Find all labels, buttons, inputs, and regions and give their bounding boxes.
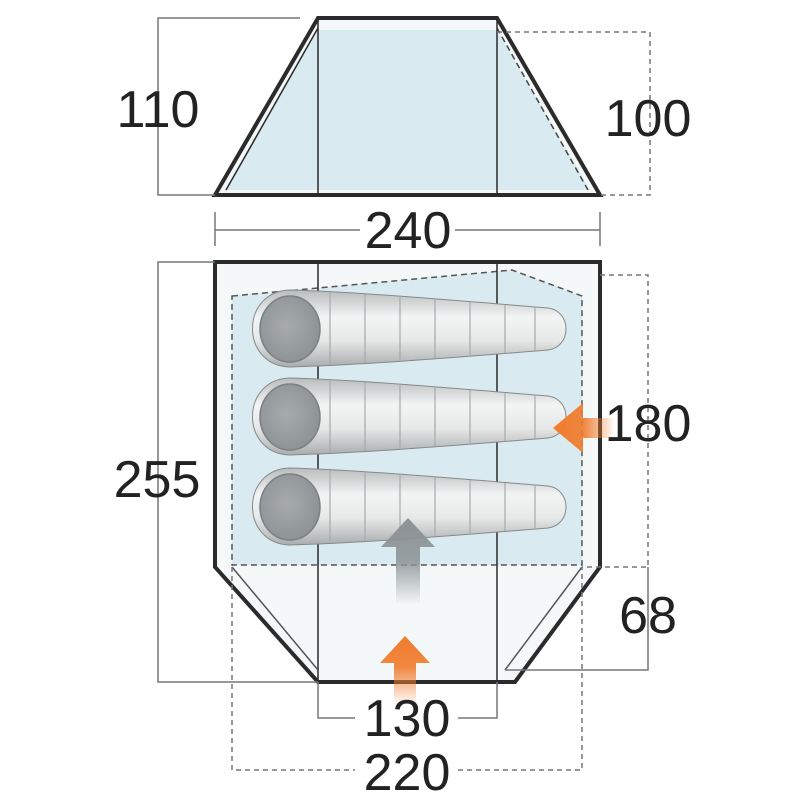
sleeping-bag-body — [252, 289, 567, 368]
porch-depth-label: 68 — [619, 587, 677, 645]
front-height-bracket — [157, 17, 300, 196]
inner-width-left — [231, 567, 355, 771]
sleeping-bag — [252, 467, 567, 546]
sleeping-bag-hood — [259, 473, 321, 541]
sleeping-bag-body — [252, 467, 567, 546]
front-height-label: 110 — [117, 81, 200, 139]
front-door-arrow — [380, 636, 430, 705]
rear-height-bracket — [497, 31, 651, 196]
floor-plan — [213, 260, 602, 684]
side-elevation — [211, 16, 604, 197]
sleeping-bag-hood — [259, 295, 321, 363]
door-width-left — [317, 682, 355, 719]
plan-dimension-lines — [157, 261, 649, 771]
elevation-inner-edge-right — [496, 27, 589, 191]
elevation-dimension-lines — [157, 17, 651, 246]
sleeping-bag-hood — [259, 383, 321, 451]
sleeping-bag-body — [252, 377, 567, 456]
inner-width-label: 220 — [364, 744, 451, 800]
door-width-label: 130 — [364, 690, 451, 748]
length-bracket — [157, 261, 318, 683]
rear-height-label: 100 — [605, 90, 692, 148]
plan-outline — [213, 260, 602, 684]
sleeping-bag-baffles — [329, 380, 536, 453]
elevation-inner-edge-left — [225, 27, 319, 191]
door-width-right — [458, 682, 498, 719]
porch-bracket — [505, 567, 649, 671]
inner-length-bracket — [582, 274, 649, 568]
overall-length-label: 255 — [114, 451, 201, 509]
porch-edge-left — [231, 566, 319, 671]
inner-door-arrow — [381, 518, 435, 605]
sleeping-bag — [252, 377, 567, 456]
inner-length-label: 180 — [605, 395, 692, 453]
side-door-arrow — [553, 403, 615, 453]
overall-width-label: 240 — [365, 202, 452, 260]
elevation-outline — [211, 16, 604, 197]
porch-edge-right — [504, 566, 583, 671]
sleeping-bag — [252, 289, 567, 368]
elevation-inner-fill — [225, 30, 590, 190]
entrance-arrows — [380, 403, 615, 705]
sleeping-bag-baffles — [329, 292, 536, 365]
sleeping-bag-baffles — [329, 470, 536, 543]
